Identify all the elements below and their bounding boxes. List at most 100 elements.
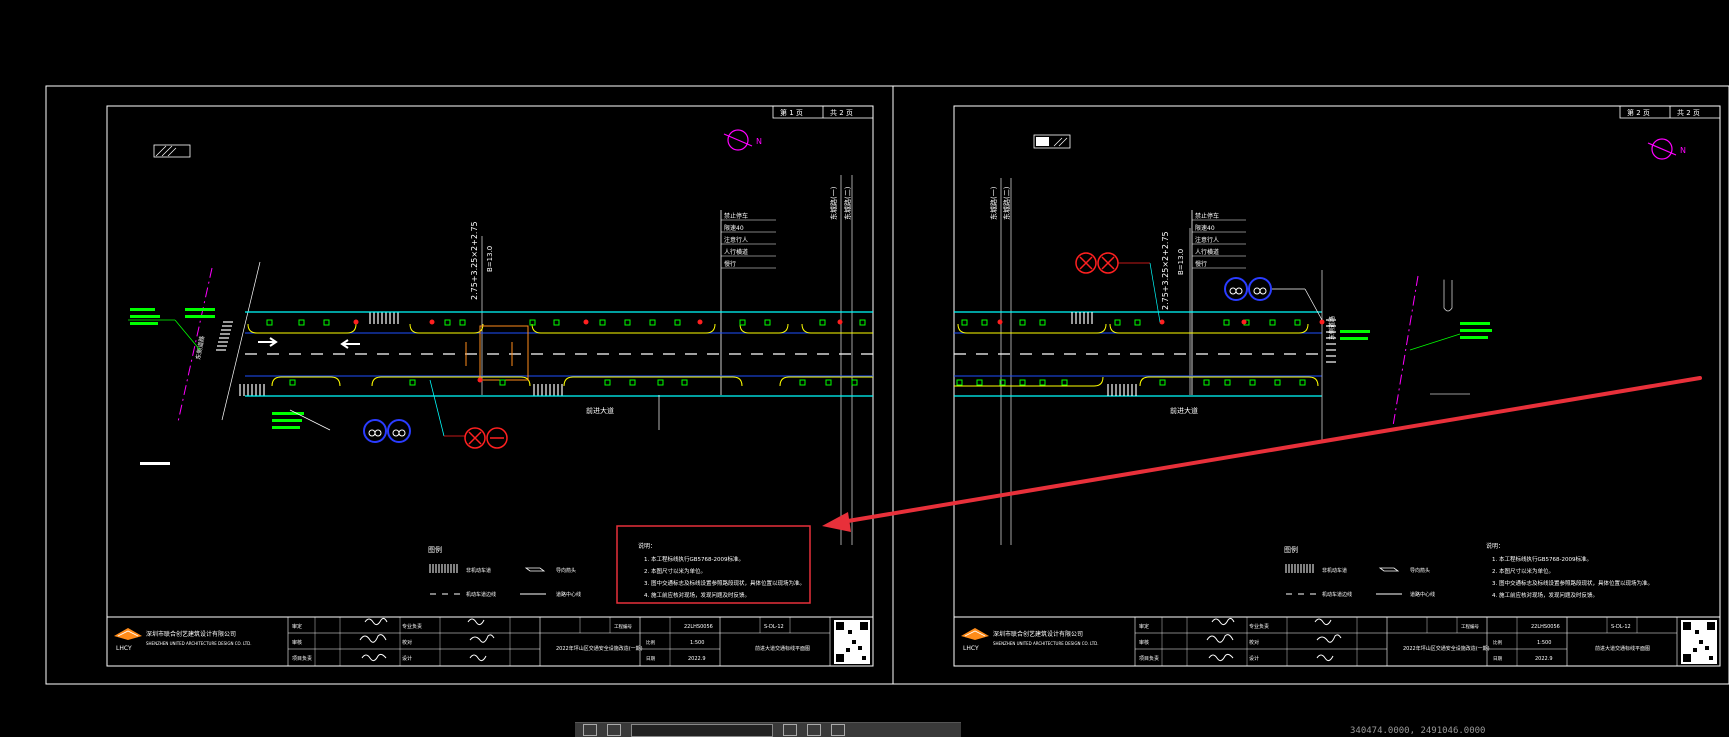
sheet-2-total-label: 共 2 页	[1677, 108, 1700, 117]
qr-code-icon	[834, 620, 870, 664]
drawing-number: S-DL-12	[764, 624, 784, 630]
role-label: 设计	[1249, 655, 1259, 662]
sheet-1: 第 1 页 共 2 页 N 2.75+3.25×2+2.75 B=13.0 东城…	[45, 85, 894, 685]
legend-title: 图例	[1284, 545, 1298, 554]
project-number: 22LHS0056	[1531, 624, 1560, 630]
field-label: 比例	[646, 639, 655, 646]
north-arrow-icon: N	[723, 129, 762, 151]
note-line: 2. 本图尺寸以米为单位。	[644, 567, 706, 575]
drawing-title: 前进大道交通标线平面图	[1595, 645, 1650, 652]
sheet-2-vertical-label-2: 东城路(二)	[1002, 186, 1011, 220]
role-label: 项目负责	[1139, 655, 1159, 662]
sheet-2-outer-frame	[892, 85, 1729, 685]
bicycle-sign-icon	[289, 409, 411, 443]
signature	[1316, 654, 1334, 662]
signature	[1314, 618, 1332, 626]
scale-value: 1:500	[690, 640, 704, 646]
sign-stack-item: 限速40	[1195, 224, 1215, 232]
note-line: 4. 施工前应核对现场，发现问题及时反馈。	[644, 591, 750, 599]
signature	[359, 634, 387, 643]
sign-stack-item: 禁止停车	[1195, 212, 1219, 220]
sheet-2-sign-stack: 禁止停车 限速40 注意行人 人行横道 慢行	[1191, 210, 1246, 395]
notes-title: 说明：	[638, 542, 656, 550]
sheet-1-crosswalks	[216, 312, 563, 396]
sheet-2-notes: 说明： 1. 本工程标线执行GB5768-2009标准。 2. 本图尺寸以米为单…	[1486, 542, 1653, 599]
signature	[1206, 634, 1234, 643]
sheet-2-cross-section-label: 2.75+3.25×2+2.75	[1161, 231, 1170, 310]
cad-bottom-toolbar	[575, 722, 961, 737]
grid-icon[interactable]	[607, 724, 621, 736]
snap-icon[interactable]	[583, 724, 597, 736]
sheet-1-road-name: 前进大道	[586, 406, 614, 415]
sheet-1-page-label: 第 1 页	[780, 108, 803, 117]
company-logo-icon	[961, 628, 989, 640]
sheet-2: 第 2 页 共 2 页 N 东城路(一) 东城路(二) 2.75+3.25×2+…	[892, 85, 1729, 685]
role-label: 校对	[1249, 639, 1259, 646]
sign-stack-item: 人行横道	[724, 248, 748, 256]
sheet-2-road-name: 前进大道	[1170, 406, 1198, 415]
sheet-2-title-block: LHCY 深圳市联合创艺建筑设计有限公司 SHENZHEN UNITED ARC…	[954, 616, 1720, 666]
signature	[361, 653, 387, 662]
drawing-number: S-DL-12	[1611, 624, 1631, 630]
sheet-2-road: 前进大道 东侧道路	[954, 270, 1336, 440]
field-label: 工程编号	[1461, 623, 1479, 630]
date-value: 2022.9	[1535, 656, 1553, 662]
role-label: 审定	[1139, 623, 1149, 630]
legend-title: 图例	[428, 545, 442, 554]
note-line: 1. 本工程标线执行GB5768-2009标准。	[1492, 555, 1592, 563]
sign-stack-item: 慢行	[724, 260, 736, 268]
project-name: 2022年坪山区交通安全设施改造(一期)	[1403, 645, 1490, 652]
no-entry-sign-icon	[429, 379, 508, 449]
svg-text:N: N	[1680, 146, 1686, 155]
logo-text: LHCY	[963, 645, 979, 652]
sheet-1-vertical-label-1: 东城路(一)	[829, 186, 838, 220]
company-name-cn: 深圳市联合创艺建筑设计有限公司	[993, 630, 1083, 638]
role-label: 校对	[402, 639, 412, 646]
note-line: 1. 本工程标线执行GB5768-2009标准。	[644, 555, 744, 563]
layer-dropdown[interactable]	[631, 723, 773, 737]
sheet-2-width-label: B=13.0	[1177, 249, 1185, 275]
note-line: 3. 图中交通标志及标线设置参照路段现状，具体位置以现场为准。	[644, 579, 805, 587]
note-line: 2. 本图尺寸以米为单位。	[1492, 567, 1554, 575]
sheet-1-title-block: LHCY 深圳市联合创艺建筑设计有限公司 SHENZHEN UNITED ARC…	[107, 616, 873, 666]
legend-item: 非机动车道	[1322, 567, 1347, 574]
signature	[467, 618, 485, 626]
osnap-icon[interactable]	[831, 724, 845, 736]
north-arrow-icon: N	[1647, 138, 1686, 160]
sheet-2-green-annotations	[1340, 322, 1492, 351]
bicycle-sign-icon	[1224, 277, 1323, 321]
drawing-title: 前进大道交通标线平面图	[755, 645, 810, 652]
note-line: 4. 施工前应核对现场，发现问题及时反馈。	[1492, 591, 1598, 599]
role-label: 专业负责	[402, 623, 422, 630]
sheet-1-cross-section-label: 2.75+3.25×2+2.75	[470, 221, 479, 300]
sheet-2-right-road-label: 东侧道路	[1328, 316, 1336, 340]
sheet-1-vertical-label-2: 东城路(二)	[843, 186, 852, 220]
field-label: 日期	[646, 656, 655, 662]
role-label: 审核	[1139, 639, 1149, 646]
sheet-2-crosswalks	[1071, 312, 1336, 396]
field-label: 工程编号	[614, 623, 632, 630]
role-label: 设计	[402, 655, 412, 662]
ortho-icon[interactable]	[783, 724, 797, 736]
sheet-1-road: 前进大道	[245, 311, 873, 415]
project-name: 2022年坪山区交通安全设施改造(一期)	[556, 645, 643, 652]
sheet-2-lane-markers	[956, 319, 1306, 386]
legend-item: 机动车道边线	[1322, 591, 1352, 598]
highlight-box	[616, 525, 811, 604]
sign-stack-item: 慢行	[1195, 260, 1207, 268]
polar-icon[interactable]	[807, 724, 821, 736]
scale-value: 1:500	[1537, 640, 1551, 646]
sheet-2-red-marks	[997, 319, 1325, 325]
sheet-1-width-label: B=13.0	[486, 246, 494, 272]
legend-item: 道路中心线	[1410, 591, 1435, 598]
sheet-1-lane-markers	[266, 319, 866, 386]
sign-stack-item: 限速40	[724, 224, 744, 232]
sheet-1-notes: 说明： 1. 本工程标线执行GB5768-2009标准。 2. 本图尺寸以米为单…	[616, 525, 811, 604]
role-label: 审核	[292, 639, 302, 646]
signature	[1208, 653, 1234, 662]
legend-item: 导向箭头	[1410, 567, 1430, 574]
no-entry-sign-icon	[1075, 252, 1161, 323]
field-label: 日期	[1493, 656, 1502, 662]
sheet-2-page-label: 第 2 页	[1627, 108, 1650, 117]
